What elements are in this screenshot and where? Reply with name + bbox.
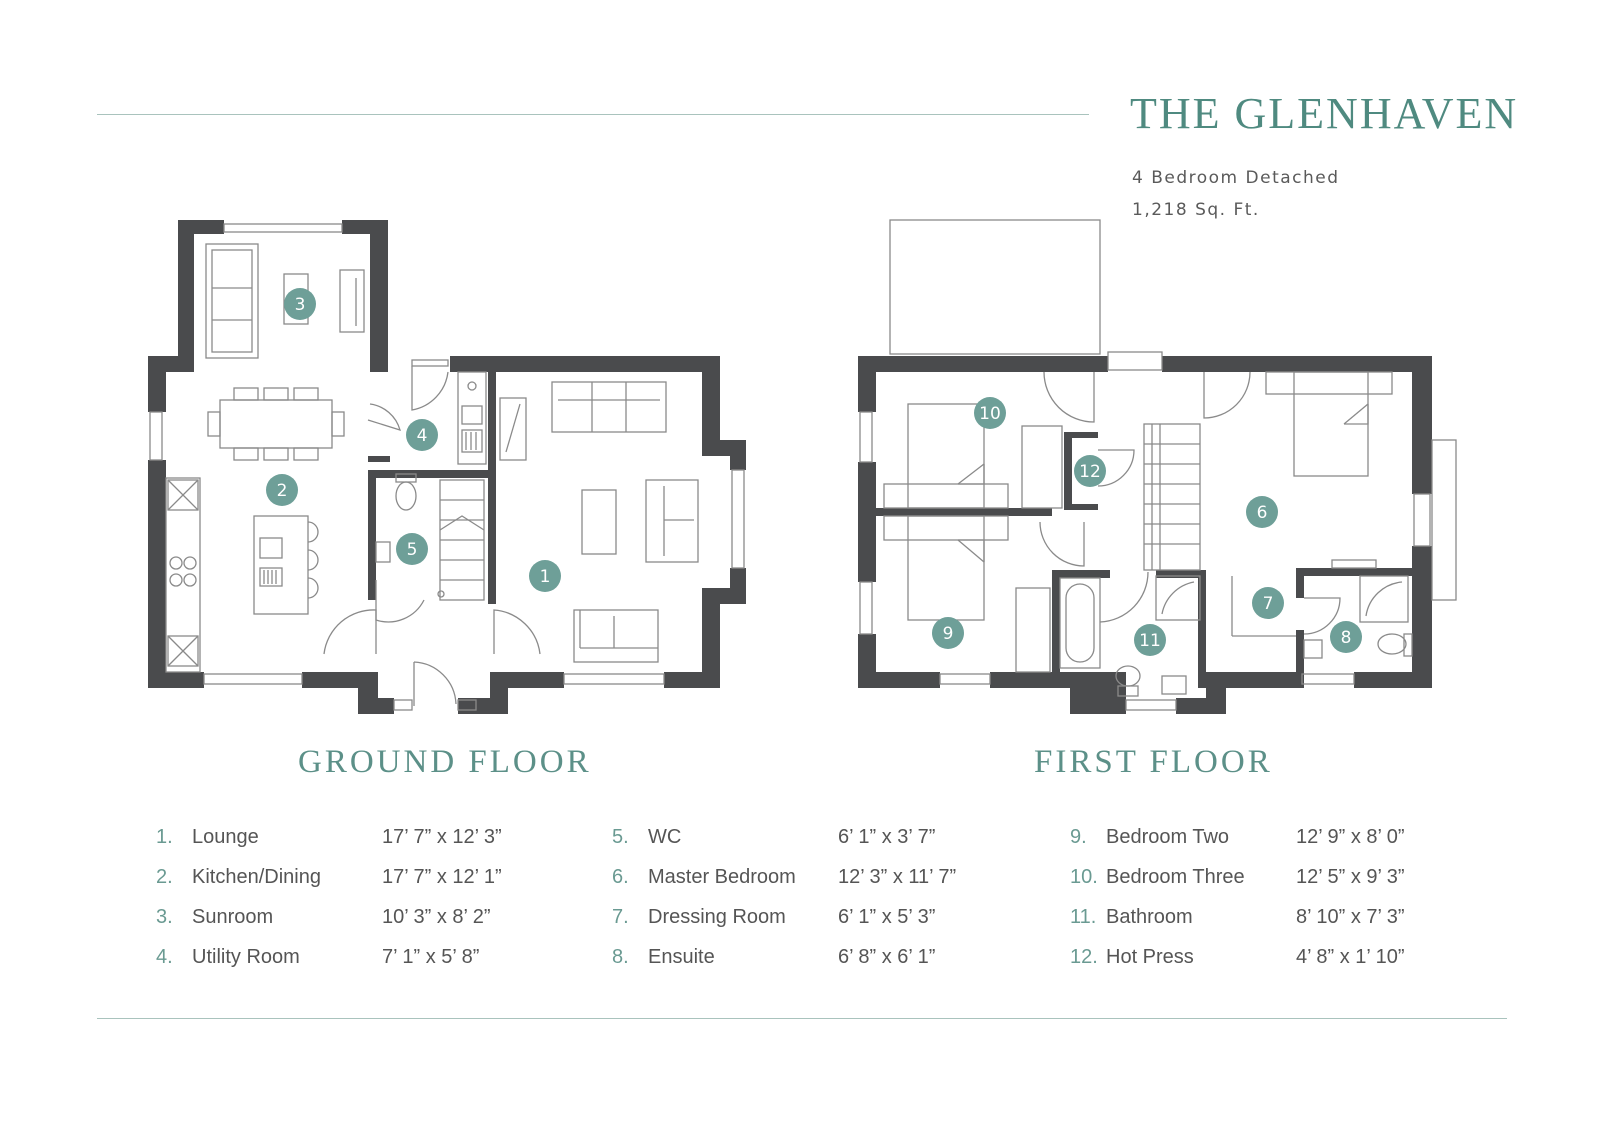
first-floor-walls (858, 356, 1432, 714)
room-badge-8: 8 (1330, 621, 1362, 653)
svg-text:5: 5 (407, 540, 418, 560)
legend-dim: 12’ 9” x 8’ 0” (1296, 826, 1405, 848)
legend-name: Ensuite (648, 946, 715, 968)
legend-name: Bedroom Two (1106, 826, 1230, 848)
room-badge-1: 1 (529, 560, 561, 592)
svg-text:11: 11 (1139, 631, 1161, 651)
svg-text:12: 12 (1079, 462, 1101, 482)
legend-name: Utility Room (192, 946, 300, 968)
room-badge-4: 4 (406, 419, 438, 451)
svg-text:4: 4 (417, 426, 428, 446)
legend-name: Master Bedroom (648, 866, 796, 888)
svg-text:6: 6 (1257, 503, 1268, 523)
room-badge-6: 6 (1246, 496, 1278, 528)
legend-name: WC (648, 826, 682, 848)
legend-dim: 4’ 8” x 1’ 10” (1296, 946, 1405, 968)
footer-rule (97, 1018, 1507, 1019)
legend-dim: 6’ 1” x 5’ 3” (838, 906, 936, 928)
legend-dim: 12’ 5” x 9’ 3” (1296, 866, 1405, 888)
svg-text:8: 8 (1341, 628, 1352, 648)
ground-floor-label: GROUND FLOOR (298, 744, 592, 780)
svg-text:7: 7 (1263, 594, 1274, 614)
property-subtitle: 4 Bedroom Detached (1132, 168, 1340, 188)
room-badge-3: 3 (284, 288, 316, 320)
legend-dim: 6’ 8” x 6’ 1” (838, 946, 936, 968)
header-rule (97, 114, 1089, 115)
legend-num: 6. (612, 866, 629, 888)
room-badge-9: 9 (932, 617, 964, 649)
svg-text:2: 2 (277, 481, 288, 501)
room-badge-2: 2 (266, 474, 298, 506)
first-floor-label: FIRST FLOOR (1034, 744, 1273, 780)
legend-name: Lounge (192, 826, 259, 848)
property-area: 1,218 Sq. Ft. (1132, 200, 1260, 220)
first-floor-windows (859, 351, 1457, 711)
legend-name: Dressing Room (648, 906, 786, 928)
room-badge-10: 10 (974, 397, 1006, 429)
legend-name: Kitchen/Dining (192, 866, 321, 888)
legend-name: Bedroom Three (1106, 866, 1245, 888)
legend-dim: 17’ 7” x 12’ 1” (382, 866, 502, 888)
legend-num: 7. (612, 906, 629, 928)
legend-num: 4. (156, 946, 173, 968)
legend-num: 12. (1070, 946, 1098, 968)
legend-num: 11. (1070, 906, 1097, 928)
svg-text:9: 9 (943, 624, 954, 644)
legend-dim: 8’ 10” x 7’ 3” (1296, 906, 1405, 928)
legend-name: Sunroom (192, 906, 274, 928)
svg-text:3: 3 (295, 295, 306, 315)
legend-num: 10. (1070, 866, 1098, 888)
property-title: THE GLENHAVEN (1130, 89, 1519, 138)
legend-num: 3. (156, 906, 173, 928)
garage-roof-outline (889, 219, 1101, 355)
legend-dim: 10’ 3” x 8’ 2” (382, 906, 491, 928)
legend-num: 1. (156, 826, 173, 848)
legend-num: 2. (156, 866, 173, 888)
legend-dim: 17’ 7” x 12’ 3” (382, 826, 502, 848)
legend-num: 8. (612, 946, 629, 968)
ground-floor-windows (149, 223, 745, 711)
legend-name: Bathroom (1106, 906, 1193, 928)
svg-text:1: 1 (540, 567, 551, 587)
legend-num: 9. (1070, 826, 1087, 848)
legend-name: Hot Press (1106, 946, 1194, 968)
legend-num: 5. (612, 826, 629, 848)
svg-text:10: 10 (979, 404, 1001, 424)
room-badge-11: 11 (1134, 624, 1166, 656)
legend-dim: 7’ 1” x 5’ 8” (382, 946, 480, 968)
room-badge-12: 12 (1074, 455, 1106, 487)
legend-dim: 12’ 3” x 11’ 7” (838, 866, 957, 888)
ground-floor-walls (148, 220, 746, 714)
legend-dim: 6’ 1” x 3’ 7” (838, 826, 936, 848)
room-badge-7: 7 (1252, 587, 1284, 619)
room-badge-5: 5 (396, 533, 428, 565)
